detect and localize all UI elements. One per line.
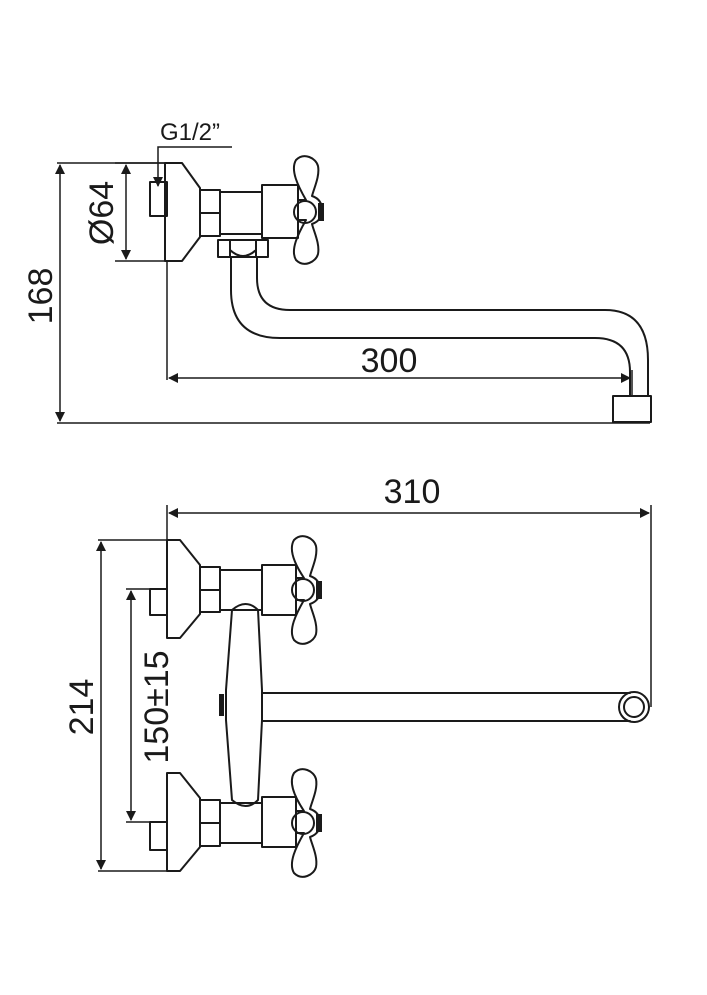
dim-width-label: 310 — [384, 473, 441, 511]
front-upper-cross-handle — [290, 535, 321, 645]
dim-reach-label: 300 — [361, 342, 418, 380]
thread-leader — [153, 146, 232, 187]
front-lower-valve-head — [261, 796, 297, 848]
front-upper-flange — [166, 539, 201, 639]
front-central-body — [225, 603, 263, 807]
front-spout-tube — [261, 692, 631, 722]
front-spout-end — [618, 691, 650, 723]
dim-height-label: 168 — [22, 268, 60, 325]
side-handle-cap — [293, 200, 317, 224]
front-lower-cross-handle — [290, 768, 321, 878]
side-wall-flange — [164, 162, 201, 262]
side-valve-head — [261, 184, 299, 239]
dim-center-label: 150±15 — [138, 650, 176, 763]
front-lower-flange — [166, 772, 201, 872]
dim-total-height-label: 214 — [63, 679, 101, 736]
thread-label: G1/2” — [160, 119, 220, 146]
side-aerator — [612, 395, 652, 423]
front-upper-valve-head — [261, 564, 297, 616]
side-cross-handle — [292, 155, 323, 265]
side-view: 168 Ø64 G1/2” 300 — [22, 119, 652, 424]
front-view: 310 214 150±15 — [63, 473, 652, 878]
dim-diameter-label: Ø64 — [83, 181, 121, 245]
side-valve-body — [219, 191, 263, 235]
side-spout-tube — [230, 257, 631, 397]
side-spout-swivel — [217, 239, 269, 258]
